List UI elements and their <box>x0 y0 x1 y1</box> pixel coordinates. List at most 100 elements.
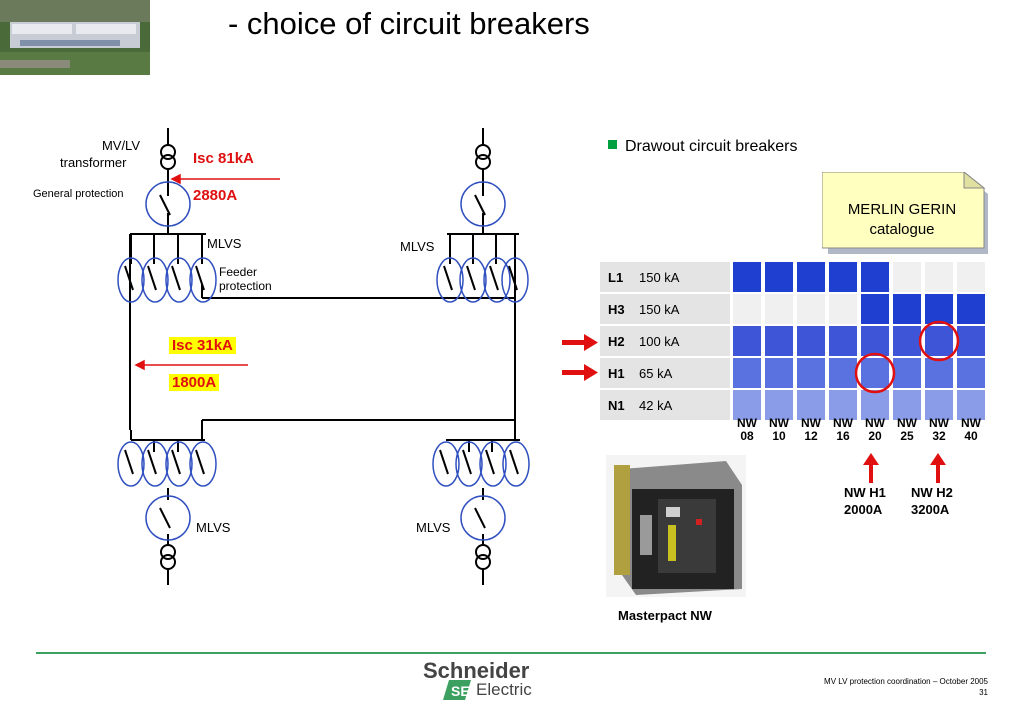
choice1-line1: NW H1 <box>844 485 886 500</box>
footer-line1: MV LV protection coordination – October … <box>824 677 988 686</box>
choice2-line2: 3200A <box>911 502 950 517</box>
grid-cell <box>925 294 953 324</box>
column-header-top: NW <box>897 416 917 430</box>
grid-cell <box>733 326 761 356</box>
grid-cell <box>925 358 953 388</box>
grid-cell <box>925 262 953 292</box>
schneider-logo-icon: SE <box>443 680 471 700</box>
grid-cell <box>957 262 985 292</box>
arrow-nw32-head-icon <box>930 453 946 465</box>
grid-cell <box>893 262 921 292</box>
column-header-bottom: 40 <box>964 429 978 443</box>
arrow-h2-icon <box>562 340 586 345</box>
grid-cell <box>957 358 985 388</box>
grid-cell <box>861 358 889 388</box>
rating-code: H2 <box>608 334 625 349</box>
footer-divider <box>36 652 986 654</box>
bullet-text: Drawout circuit breakers <box>625 138 798 155</box>
rating-ka: 100 kA <box>639 334 680 349</box>
grid-cell <box>957 294 985 324</box>
grid-cell <box>797 390 825 420</box>
note-line1: MERLIN GERIN <box>847 201 957 218</box>
choice2-label: NW H2 3200A <box>911 484 953 518</box>
isc-top-label: Isc 81kA <box>193 150 254 167</box>
feeder-label-line2: protection <box>219 279 272 293</box>
rating-row: L1 150 kA <box>600 262 730 292</box>
schneider-logo: Schneider <box>423 658 530 683</box>
column-header-top: NW <box>929 416 949 430</box>
note-line2: catalogue <box>869 221 935 238</box>
bullet-square-icon <box>608 140 617 149</box>
choice1-line2: 2000A <box>844 502 883 517</box>
column-header-top: NW <box>737 416 757 430</box>
column-header-bottom: 25 <box>900 429 914 443</box>
column-arrows <box>863 453 946 483</box>
grid-cell <box>861 326 889 356</box>
mlvs-top-left-label: MLVS <box>207 236 242 251</box>
column-header-top: NW <box>801 416 821 430</box>
bullet-item: Drawout circuit breakers <box>608 138 798 156</box>
grid-cell <box>733 390 761 420</box>
rating-code: N1 <box>608 398 625 413</box>
column-header-bottom: 20 <box>868 429 882 443</box>
column-header-top: NW <box>865 416 885 430</box>
mlvs-top-right-label: MLVS <box>400 239 435 254</box>
arrow-h2-head-icon <box>584 334 598 351</box>
mlvs-bottom-right-label: MLVS <box>416 520 451 535</box>
grid-cell <box>861 294 889 324</box>
rating-ka: 150 kA <box>639 270 680 285</box>
building-photo <box>0 0 150 75</box>
grid-cell <box>893 358 921 388</box>
grid-cell <box>797 326 825 356</box>
transformer-label-line1: MV/LV <box>101 138 140 153</box>
grid-cell <box>925 326 953 356</box>
grid-cell <box>861 262 889 292</box>
masterpact-label: Masterpact NW <box>618 608 712 623</box>
column-header-top: NW <box>769 416 789 430</box>
grid-cell <box>765 390 793 420</box>
isc-mid-label: Isc 31kA <box>169 337 236 354</box>
note-text: MERLIN GERIN catalogue <box>822 200 982 240</box>
note-shape <box>822 172 988 254</box>
slide-title: - choice of circuit breakers <box>228 6 590 41</box>
column-header-bottom: 16 <box>836 429 850 443</box>
electric-logo: Electric <box>476 680 532 699</box>
arrow-h1-head-icon <box>584 364 598 381</box>
general-protection-label: General protection <box>33 188 124 200</box>
feeder-label-line1: Feeder <box>219 265 258 279</box>
grid-cell <box>893 294 921 324</box>
grid-cell <box>957 326 985 356</box>
rating-ka: 150 kA <box>639 302 680 317</box>
grid-cell <box>829 326 857 356</box>
arrow-nw32-icon <box>936 463 940 483</box>
rating-code: L1 <box>608 270 624 285</box>
grid-cell <box>733 294 761 324</box>
grid-cell <box>829 358 857 388</box>
grid-cell <box>829 390 857 420</box>
transformer-label-line2: transformer <box>60 155 127 170</box>
choice2-line1: NW H2 <box>911 485 953 500</box>
grid-cell <box>797 358 825 388</box>
column-header-bottom: 32 <box>932 429 946 443</box>
rating-ka: 65 kA <box>639 366 673 381</box>
grid-cell <box>797 262 825 292</box>
transformer-label: MV/LV <box>94 138 140 153</box>
grid-cell <box>765 262 793 292</box>
column-header-bottom: 10 <box>772 429 786 443</box>
rating-row: H2 100 kA <box>600 326 730 356</box>
column-header-top: NW <box>833 416 853 430</box>
row-arrows <box>562 334 598 381</box>
selection-circle <box>918 320 960 362</box>
grid-cell <box>957 390 985 420</box>
grid-cell <box>829 262 857 292</box>
grid-cell <box>925 390 953 420</box>
